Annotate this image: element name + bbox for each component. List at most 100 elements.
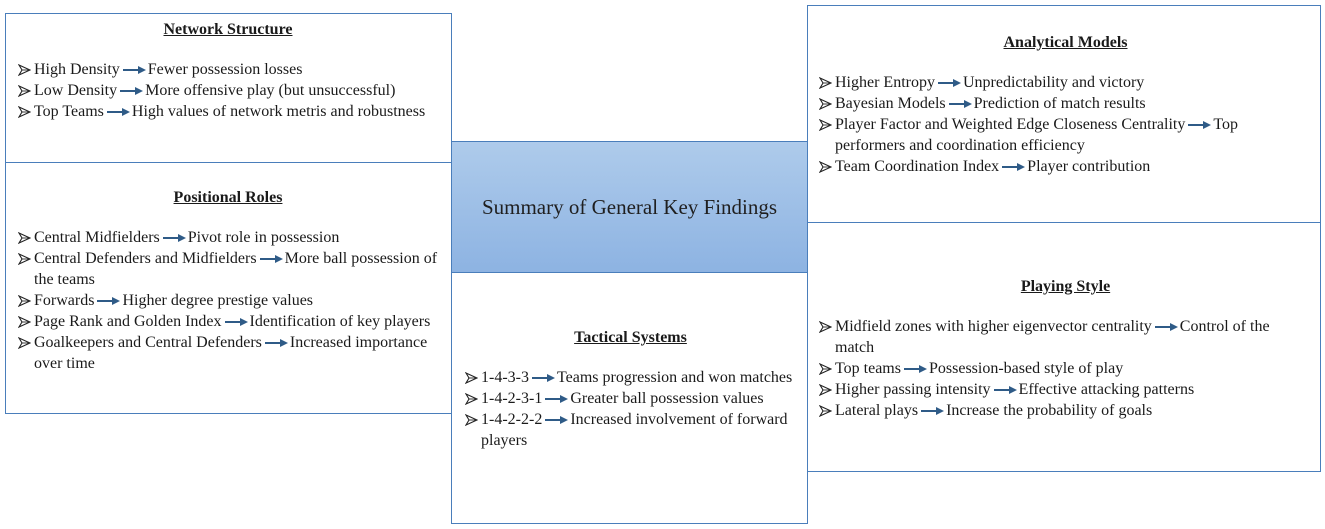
right-arrow-icon (1002, 162, 1026, 172)
finding-result: Increase the probability of goals (946, 402, 1153, 419)
finding-label: 1-4-2-2-2 (481, 411, 543, 428)
arrowhead-bullet-icon (819, 156, 835, 177)
finding-text: Lateral plays Increase the probability of… (835, 400, 1312, 421)
finding-item: Low Density More offensive play (but unsu… (18, 80, 438, 101)
finding-item: Top teams Possession-based style of play (819, 358, 1312, 379)
right-arrow-icon (993, 385, 1017, 395)
arrowhead-bullet-icon (819, 400, 835, 421)
finding-label: Page Rank and Golden Index (34, 313, 222, 330)
network-structure-title: Network Structure (163, 21, 293, 38)
arrowhead-bullet-icon (819, 114, 835, 135)
finding-result: Greater ball possession values (570, 390, 764, 407)
arrowhead-bullet-icon (18, 227, 34, 248)
finding-result: Higher degree prestige values (122, 292, 314, 309)
right-arrow-icon (106, 107, 130, 117)
finding-label: Central Midfielders (34, 229, 160, 246)
playing-style-box: Playing Style Midfield zones with higher… (807, 222, 1321, 472)
analytical-models-title: Analytical Models (1003, 34, 1128, 51)
finding-label: Higher Entropy (835, 74, 935, 91)
finding-text: Midfield zones with higher eigenvector c… (835, 316, 1312, 358)
arrowhead-bullet-icon (819, 72, 835, 93)
arrowhead-bullet-icon (18, 332, 34, 353)
finding-label: 1-4-2-3-1 (481, 390, 543, 407)
finding-result: Increased importance over time (34, 334, 428, 372)
right-arrow-icon (259, 254, 283, 264)
arrowhead-bullet-icon (18, 248, 34, 269)
right-arrow-icon (531, 373, 555, 383)
finding-item: Player Factor and Weighted Edge Closenes… (819, 114, 1312, 156)
finding-item: Higher Entropy Unpredictability and victo… (819, 72, 1312, 93)
right-arrow-icon (224, 317, 248, 327)
arrowhead-bullet-icon (819, 93, 835, 114)
finding-label: Top teams (835, 360, 901, 377)
finding-label: Lateral plays (835, 402, 919, 419)
finding-text: Player Factor and Weighted Edge Closenes… (835, 114, 1312, 156)
tactical-systems-title: Tactical Systems (574, 329, 687, 346)
finding-result: Control of the match (835, 318, 1270, 356)
finding-result: Fewer possession losses (147, 61, 303, 78)
right-arrow-icon (264, 338, 288, 348)
network-structure-box: Network Structure High Density Fewer poss… (5, 13, 452, 163)
finding-result: Top performers and coordination efficien… (835, 116, 1238, 154)
arrowhead-bullet-icon (819, 379, 835, 400)
finding-label: Low Density (34, 82, 118, 99)
right-arrow-icon (97, 296, 121, 306)
right-arrow-icon (120, 86, 144, 96)
finding-text: High Density Fewer possession losses (34, 59, 438, 80)
right-arrow-icon (937, 78, 961, 88)
playing-style-list: Midfield zones with higher eigenvector c… (819, 316, 1312, 421)
arrowhead-bullet-icon (18, 59, 34, 80)
finding-result: More offensive play (but unsuccessful) (145, 82, 396, 99)
right-arrow-icon (162, 233, 186, 243)
analytical-models-list: Higher Entropy Unpredictability and victo… (819, 72, 1312, 177)
right-arrow-icon (948, 99, 972, 109)
finding-label: Central Defenders and Midfielders (34, 250, 257, 267)
finding-text: 1-4-2-3-1 Greater ball possession values (481, 388, 796, 409)
finding-label: Goalkeepers and Central Defenders (34, 334, 262, 351)
arrowhead-bullet-icon (18, 311, 34, 332)
arrowhead-bullet-icon (465, 409, 481, 430)
arrowhead-bullet-icon (465, 388, 481, 409)
playing-style-title: Playing Style (1020, 278, 1111, 295)
right-arrow-icon (545, 415, 569, 425)
finding-label: Player Factor and Weighted Edge Closenes… (835, 116, 1186, 133)
finding-result: Increased involvement of forward players (481, 411, 788, 449)
finding-label: Higher passing intensity (835, 381, 991, 398)
arrowhead-bullet-icon (18, 80, 34, 101)
right-arrow-icon (1188, 120, 1212, 130)
finding-text: Top teams Possession-based style of play (835, 358, 1312, 379)
finding-item: Midfield zones with higher eigenvector c… (819, 316, 1312, 358)
finding-result: Possession-based style of play (928, 360, 1124, 377)
finding-text: Higher Entropy Unpredictability and victo… (835, 72, 1312, 93)
finding-label: Top Teams (34, 103, 104, 120)
summary-title: Summary of General Key Findings (481, 195, 778, 219)
summary-center-box: Summary of General Key Findings (451, 141, 808, 273)
finding-result: Unpredictability and victory (962, 74, 1145, 91)
positional-roles-title: Positional Roles (173, 189, 283, 206)
finding-label: Team Coordination Index (835, 158, 1000, 175)
analytical-models-box: Analytical Models Higher Entropy Unpredic… (807, 5, 1321, 223)
finding-label: High Density (34, 61, 120, 78)
arrowhead-bullet-icon (465, 367, 481, 388)
